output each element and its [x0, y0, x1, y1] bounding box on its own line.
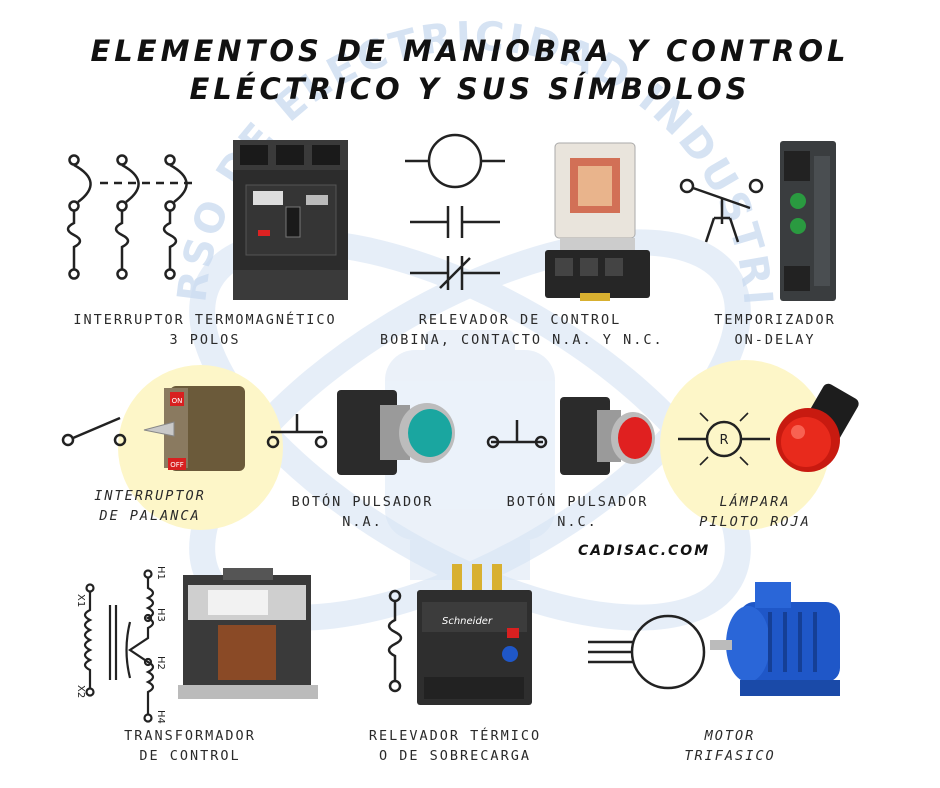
- page-title: ELEMENTOS DE MANIOBRA Y CONTROL ELÉCTRIC…: [0, 32, 940, 108]
- label-pilot-lamp: LÁMPARA PILOTO ROJA: [699, 494, 811, 530]
- timer-photo: [780, 141, 836, 301]
- title-line-2: ELÉCTRICO Y SUS SÍMBOLOS: [189, 72, 751, 106]
- toggle-switch-symbol: [61, 416, 127, 447]
- h2-text: H2: [155, 656, 166, 670]
- breaker-photo: [233, 140, 348, 300]
- pushbutton-red-photo: [560, 397, 655, 475]
- brand-text: CADISAC.COM: [578, 543, 711, 559]
- label-pushbutton-nc: BOTÓN PULSADOR N.C.: [506, 494, 649, 530]
- breaker-3-pole-symbol: [66, 154, 196, 280]
- label-overload-relay: RELEVADOR TÉRMICO O DE SOBRECARGA: [368, 728, 542, 764]
- toggle-on-text: ON: [172, 397, 183, 405]
- relay-coil-symbol: [405, 133, 505, 189]
- transformer-photo: [178, 568, 318, 699]
- label-transformer: TRANSFORMADOR DE CONTROL: [124, 728, 256, 764]
- pilot-lamp-photo: [776, 383, 859, 472]
- pushbutton-no-symbol: [266, 414, 328, 449]
- label-breaker: INTERRUPTOR TERMOMAGNÉTICO 3 POLOS: [73, 312, 337, 348]
- x2-text: X2: [75, 685, 86, 698]
- h3-text: H3: [155, 608, 166, 622]
- thermal-overload-symbol: [387, 589, 403, 693]
- h4-text: H4: [155, 710, 166, 724]
- lamp-letter: R: [719, 433, 728, 448]
- relay-nc-contact-symbol: [410, 256, 500, 290]
- overload-brand-text: Schneider: [442, 616, 493, 627]
- motor-symbol: [588, 614, 706, 690]
- title-line-1: ELEMENTOS DE MANIOBRA Y CONTROL: [90, 34, 850, 68]
- motor-photo: [710, 582, 840, 696]
- toggle-switch-photo: ON OFF: [143, 386, 245, 471]
- timer-on-delay-symbol: [679, 178, 764, 243]
- control-relay-photo: [545, 142, 650, 301]
- label-timer: TEMPORIZADOR ON-DELAY: [714, 312, 836, 348]
- label-toggle-switch: INTERRUPTOR DE PALANCA: [94, 488, 206, 524]
- transformer-symbol: X1 X2 H1 H3 H2 H4: [75, 566, 166, 724]
- pilot-lamp-symbol: R: [678, 412, 770, 466]
- toggle-off-text: OFF: [170, 461, 184, 469]
- label-control-relay: RELEVADOR DE CONTROL BOBINA, CONTACTO N.…: [380, 312, 664, 348]
- relay-no-contact-symbol: [410, 206, 500, 238]
- pushbutton-green-photo: [337, 390, 455, 475]
- x1-text: X1: [75, 594, 86, 607]
- label-motor: MOTOR TRIFASICO: [684, 728, 776, 764]
- label-pushbutton-no: BOTÓN PULSADOR N.A.: [291, 494, 434, 530]
- h1-text: H1: [155, 566, 166, 580]
- pushbutton-nc-symbol: [486, 420, 548, 449]
- overload-relay-photo: Schneider: [417, 564, 532, 705]
